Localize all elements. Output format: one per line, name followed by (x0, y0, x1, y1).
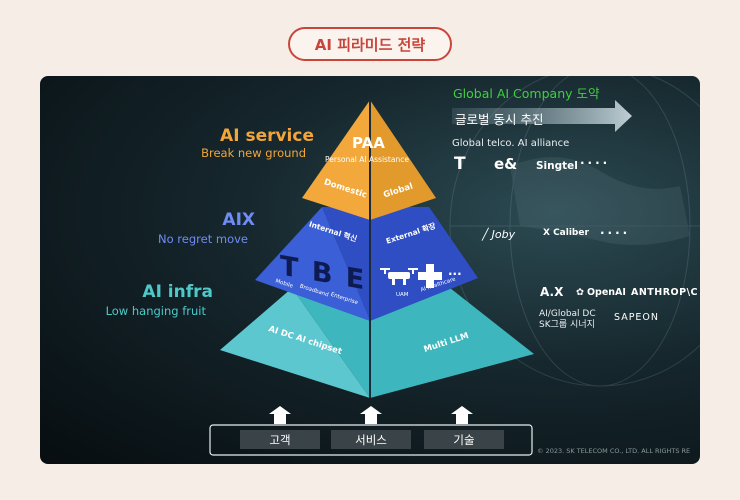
page-title: AI 피라미드 전략 (288, 27, 452, 61)
service-right-face (370, 100, 436, 220)
xcaliber-logo: X Caliber (543, 228, 589, 238)
up-arrow-icon (269, 406, 291, 424)
copyright: © 2023. SK TELECOM CO., LTD. ALL RIGHTS … (537, 447, 691, 455)
pyramid-diagram (209, 76, 700, 456)
sapeon-logo: SAPEON (614, 312, 660, 323)
alliance-label: Global telco. AI alliance (452, 138, 570, 149)
foundation-customer: 고객 (240, 430, 320, 449)
infra-note-line2: SK그룹 시너지 (539, 320, 595, 330)
joby-logo: ╱Joby (482, 228, 516, 241)
joby-mark-icon: ╱ (482, 228, 489, 241)
infra-right-face (292, 288, 534, 398)
tier-service-title: AI service (220, 126, 314, 146)
strategy-panel: Global AI Company 도약 글로벌 동시 추진 Global te… (40, 76, 700, 464)
up-arrow-icon (360, 406, 382, 424)
t-logo: T (454, 154, 466, 174)
more-aix-dots: ··· (448, 267, 462, 281)
goal-text: Global AI Company 도약 (453, 86, 600, 101)
infra-note: AI/Global DC SK그룹 시너지 (539, 309, 596, 331)
foundation-box (209, 424, 533, 456)
chevron-arrow-icon (452, 100, 632, 132)
paa-title: PAA (352, 134, 385, 152)
openai-icon: ✿ (576, 287, 584, 298)
tier-aix-title: AIX (222, 210, 255, 230)
paa-subtitle: Personal AI Assistance (325, 155, 409, 164)
up-arrow-icon (451, 406, 473, 424)
tier-infra-subtitle: Low hanging fruit (105, 304, 206, 318)
more-telco: ···· (580, 156, 611, 170)
tier-aix-subtitle: No regret move (158, 232, 248, 246)
arrow-label: 글로벌 동시 추진 (455, 112, 544, 127)
etisalat-logo: e& (494, 155, 518, 173)
uam-label: UAM (396, 292, 409, 298)
aix-right-face (322, 207, 478, 321)
infra-note-line1: AI/Global DC (539, 309, 596, 319)
tier-service-subtitle: Break new ground (201, 146, 306, 160)
globe-background (449, 76, 700, 387)
more-aix: ···· (600, 226, 631, 240)
medical-cross-icon (418, 264, 442, 288)
anthropic-logo: ANTHROP\C (631, 287, 699, 298)
aix-icons: ··· (380, 264, 462, 288)
service-left-face (302, 100, 370, 220)
foundation-service: 서비스 (331, 430, 411, 449)
singtel-logo: Singtel (536, 160, 578, 172)
infra-left-face (220, 288, 370, 398)
ax-logo: A.X (540, 285, 564, 299)
foundation-technology: 기술 (424, 430, 504, 449)
openai-logo: ✿OpenAI (576, 287, 626, 298)
tier-infra-title: AI infra (142, 282, 213, 302)
aix-left-face (255, 207, 370, 321)
drone-icon (380, 268, 418, 285)
